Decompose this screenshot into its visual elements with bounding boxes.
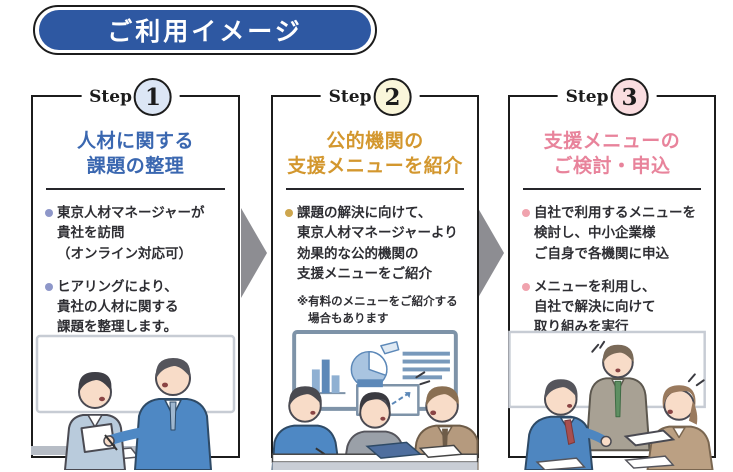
step-1-box: Step 1 人材に関する 課題の整理 東京人材マネージャーが 貴社を訪問 （オ… xyxy=(31,76,240,470)
bullet-item: 東京人材マネージャーが 貴社を訪問 （オンライン対応可） xyxy=(45,203,233,264)
bullet-item: 課題の解決に向けて、 東京人材マネージャーより 効果的な公的機関の 支援メニュー… xyxy=(285,203,472,284)
person-man-standing-center xyxy=(585,344,651,452)
step-label: Step xyxy=(565,87,609,107)
bullet-dot xyxy=(522,209,530,218)
presentation-meeting-illustration xyxy=(271,330,479,470)
person-man-blue-left xyxy=(524,379,612,470)
whiteboard xyxy=(35,334,236,414)
step-2-title: 公的機関の 支援メニューを紹介 xyxy=(287,131,463,178)
folder xyxy=(365,441,423,459)
step-2-box: Step 2 公的機関の 支援メニューを紹介 課題の解決に向けて、 東京人材マネ… xyxy=(271,76,479,470)
header-pill: ご利用イメージ xyxy=(33,5,377,55)
step-1-badge: Step 1 xyxy=(81,76,180,118)
consultation-meeting-illustration xyxy=(31,330,240,470)
meeting-table xyxy=(271,441,479,470)
step-3-title: 支援メニューの ご検討・申込 xyxy=(543,131,681,178)
step-3-badge: Step 3 xyxy=(557,76,657,118)
step-circle: 2 xyxy=(373,78,412,116)
person-man-right xyxy=(103,358,212,470)
person-woman-right xyxy=(646,385,714,470)
step-arrow-2-to-3 xyxy=(478,208,504,298)
team-discussion-illustration xyxy=(508,330,716,470)
bullet-dot xyxy=(522,282,530,291)
divider xyxy=(523,188,701,191)
step-3-bullets: 自社で利用するメニューを 検討し、中小企業様 ご自身で各機関に申込 メニューを利… xyxy=(510,190,714,338)
papers-on-table xyxy=(535,455,675,470)
emphasis-marks xyxy=(591,340,705,387)
tablet-document xyxy=(623,429,676,447)
step-label: Step xyxy=(328,87,372,107)
pie-chart-icon xyxy=(350,341,400,388)
bullet-dot xyxy=(285,209,293,218)
bullet-dot xyxy=(45,282,53,291)
step-circle: 3 xyxy=(610,78,649,116)
emphasis-marks xyxy=(415,371,431,386)
step-2-badge: Step 2 xyxy=(320,76,420,118)
step-3-box: Step 3 支援メニューの ご検討・申込 自社で利用するメニューを 検討し、中… xyxy=(508,76,716,470)
page-title: ご利用イメージ xyxy=(107,18,303,46)
paid-menu-note: ※有料のメニューをご紹介する 場合もあります xyxy=(297,296,458,325)
step-arrow-1-to-2 xyxy=(241,208,267,298)
step-1-bullets: 東京人材マネージャーが 貴社を訪問 （オンライン対応可） ヒアリングにより、 貴… xyxy=(33,190,238,338)
bullet-item: 自社で利用するメニューを 検討し、中小企業様 ご自身で各機関に申込 xyxy=(522,203,709,264)
step-label: Step xyxy=(89,87,132,107)
bullet-item: ヒアリングにより、 貴社の人材に関する 課題を整理します。 xyxy=(45,277,233,338)
text-lines-icon xyxy=(402,351,450,380)
divider xyxy=(46,188,225,191)
bullet-dot xyxy=(45,209,53,218)
bullet-item: メニューを利用し、 自社で解決に向けて 取り組みを実行 xyxy=(522,277,709,338)
step-1-title: 人材に関する 課題の整理 xyxy=(76,131,194,178)
step-2-bullets: 課題の解決に向けて、 東京人材マネージャーより 効果的な公的機関の 支援メニュー… xyxy=(273,190,477,284)
divider xyxy=(286,188,464,191)
document xyxy=(418,444,464,458)
person-woman-left xyxy=(64,372,126,470)
step-circle: 1 xyxy=(133,78,172,116)
header-pill-fill: ご利用イメージ xyxy=(39,10,371,50)
